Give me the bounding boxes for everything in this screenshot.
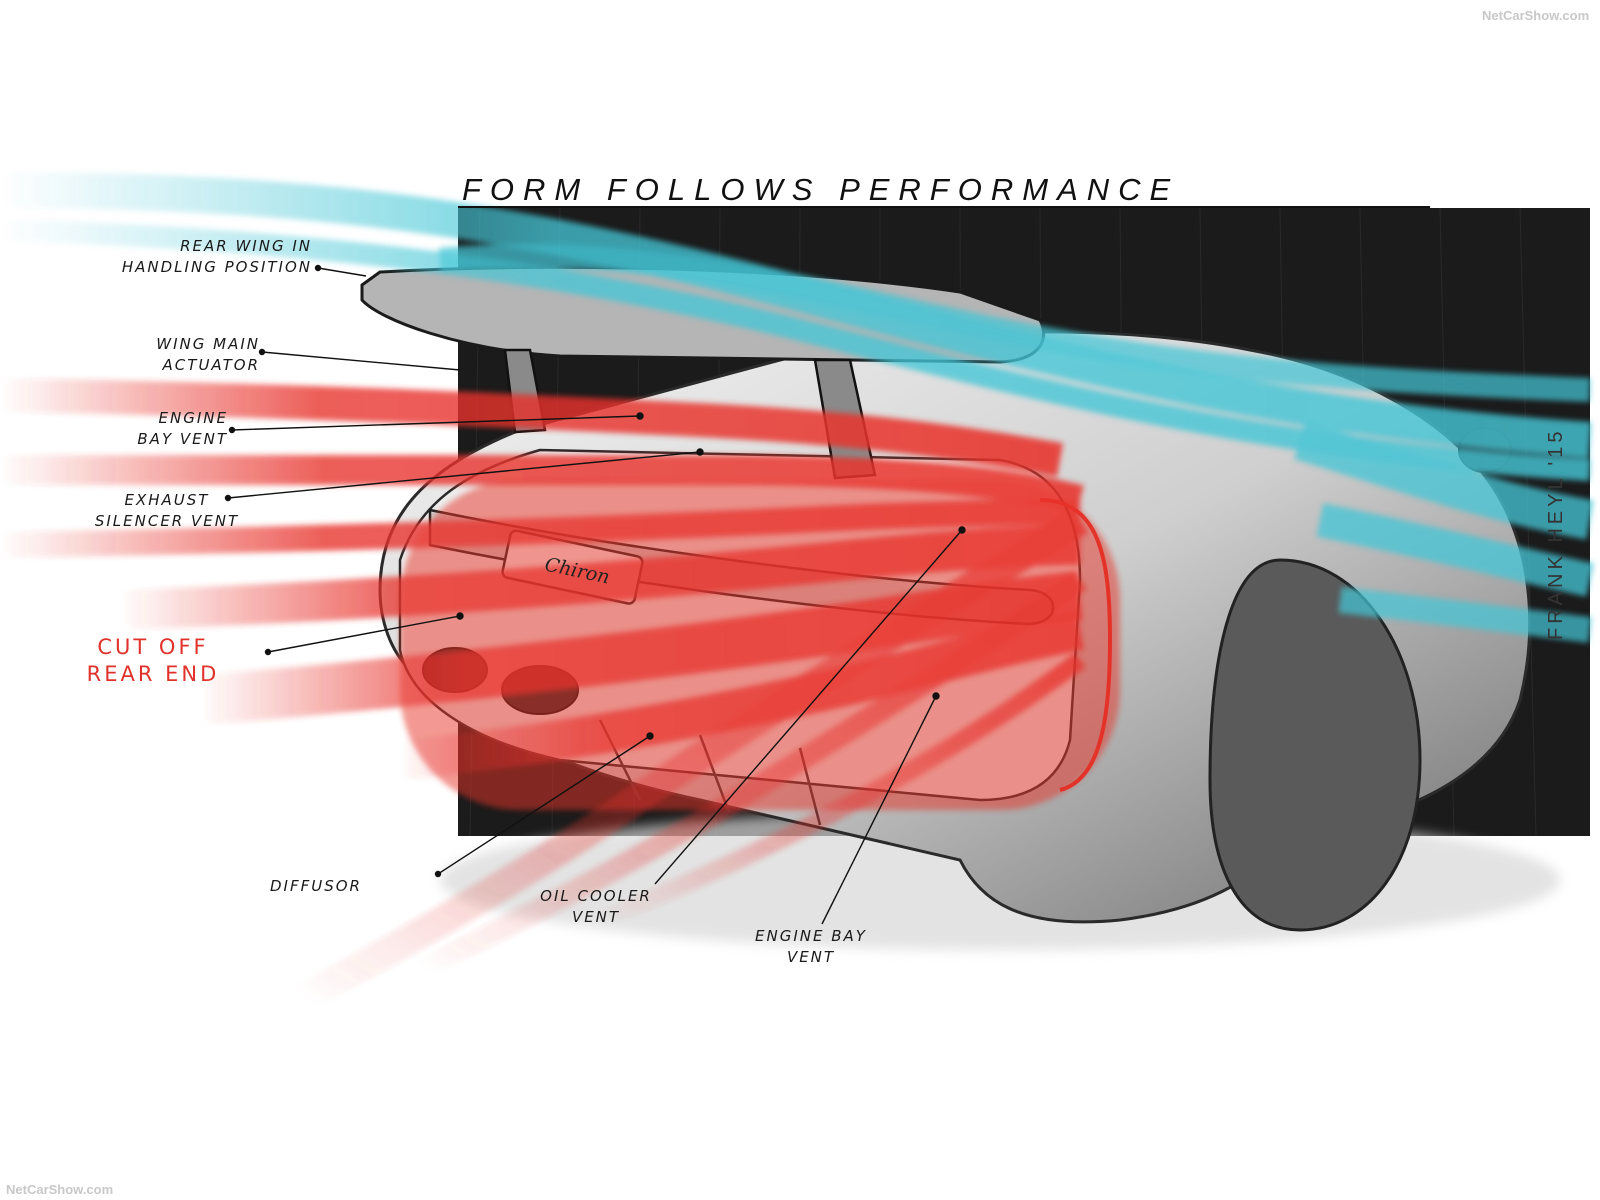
watermark-bottom-left: NetCarShow.com: [6, 1182, 114, 1197]
hot-airflow: [0, 378, 1120, 1014]
callout-engine-bay-vent-top: Engine bay vent: [98, 408, 228, 450]
callout-rear-wing-line2: handling position: [121, 258, 312, 276]
callout-exhaust-line2: silencer vent: [94, 512, 240, 530]
callout-leaders: [224, 264, 966, 925]
callout-oil-cooler-vent: Oil cooler vent: [506, 886, 686, 928]
callout-engine-bay-vent-bottom-line2: vent: [786, 948, 836, 966]
callout-exhaust-line1: Exhaust: [124, 491, 210, 509]
callout-oil-cooler-line2: vent: [571, 908, 621, 926]
callout-rear-wing: Rear wing in handling position: [72, 236, 312, 278]
callout-wing-actuator: Wing main actuator: [120, 334, 260, 376]
title-underline: [458, 206, 1430, 208]
callout-engine-bay-vent-top-line2: bay vent: [137, 430, 228, 448]
watermark-top-right: NetCarShow.com: [1482, 8, 1590, 23]
callout-engine-bay-vent-bottom: Engine bay vent: [706, 926, 916, 968]
callout-diffusor-line1: Diffusor: [270, 877, 362, 895]
cold-airflow: [0, 172, 1594, 643]
callout-oil-cooler-line1: Oil cooler: [540, 887, 652, 905]
callout-cut-off-line2: rear end: [86, 662, 220, 686]
callout-wing-actuator-line1: Wing main: [156, 335, 260, 353]
callout-wing-actuator-line2: actuator: [162, 356, 260, 374]
callout-engine-bay-vent-top-line1: Engine: [158, 409, 228, 427]
artist-signature: Frank Heyl '15: [1545, 427, 1567, 640]
hot-air-glow: [400, 480, 1120, 810]
callout-exhaust-silencer-vent: Exhaust silencer vent: [52, 490, 282, 532]
callout-engine-bay-vent-bottom-line1: Engine bay: [755, 927, 867, 945]
callout-diffusor: Diffusor: [270, 876, 440, 897]
callout-cut-off-rear-end: Cut off rear end: [40, 634, 266, 688]
callout-rear-wing-line1: Rear wing in: [180, 237, 312, 255]
callout-cut-off-line1: Cut off: [97, 635, 209, 659]
sketch-title: Form follows performance: [462, 172, 1180, 207]
rear-wheel: [1208, 558, 1422, 932]
